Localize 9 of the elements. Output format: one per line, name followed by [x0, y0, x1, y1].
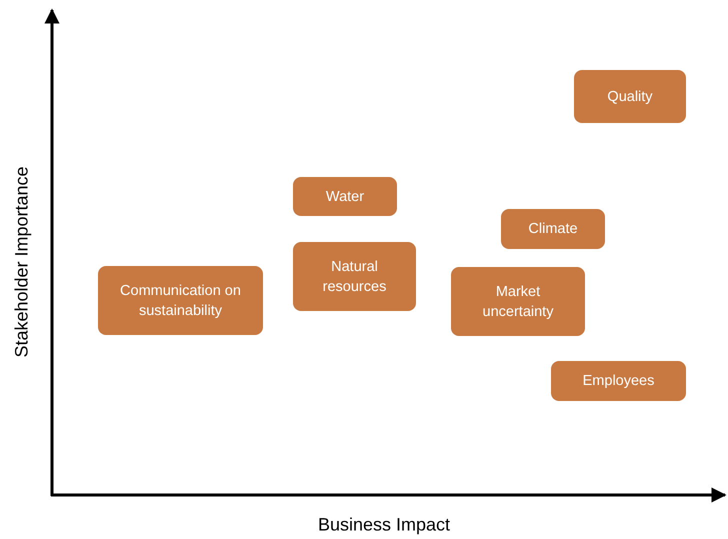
topic-box: Market uncertainty — [451, 267, 585, 336]
topic-box: Natural resources — [293, 242, 416, 311]
topic-box: Water — [293, 177, 397, 216]
x-axis-title: Business Impact — [318, 514, 450, 536]
topic-box: Quality — [574, 70, 686, 123]
topic-box: Employees — [551, 361, 686, 401]
topic-box: Communication on sustainability — [98, 266, 263, 335]
y-axis-title: Stakeholder Importance — [12, 166, 32, 358]
topic-box: Climate — [501, 209, 605, 249]
